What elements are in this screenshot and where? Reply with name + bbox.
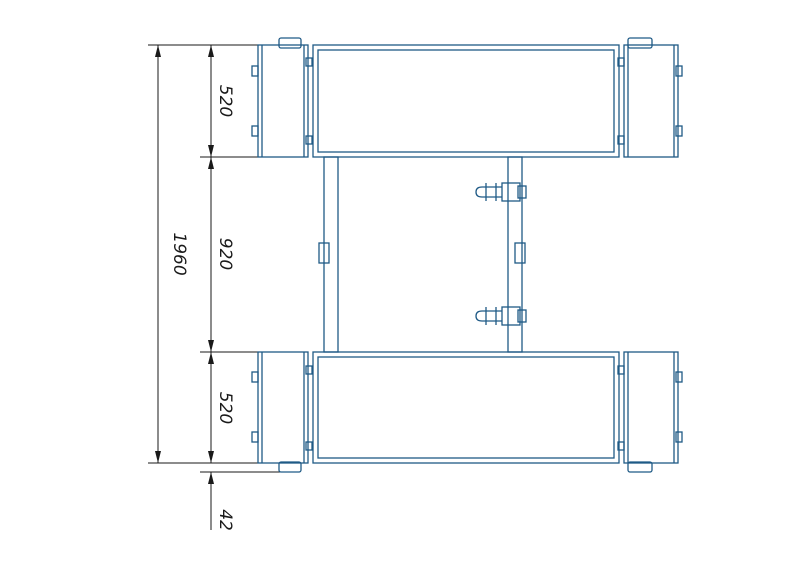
top-module (251, 37, 683, 158)
arrow-s3-bottom (208, 451, 214, 463)
dimension-arrows (155, 45, 214, 484)
top-left-end (257, 44, 309, 158)
top-left-handle (278, 37, 302, 49)
arrow-s3-top (208, 352, 214, 364)
upper-hinge-knob (475, 186, 502, 198)
top-right-clip-d (675, 125, 683, 137)
label-middle-section: 920 (215, 238, 235, 270)
arrow-s2-top (208, 157, 214, 169)
bottom-right-clip-c (675, 371, 683, 383)
label-bottom-section: 520 (215, 392, 235, 424)
lower-hinge-plate (501, 306, 521, 326)
left-rail-clip (318, 242, 330, 264)
top-right-clip-a (617, 57, 625, 67)
arrow-s2-bottom (208, 340, 214, 352)
arrow-s1-top (208, 45, 214, 57)
bottom-center-panel (312, 351, 620, 464)
bottom-left-clip-a (251, 371, 259, 383)
top-left-clip-d (305, 135, 313, 145)
bottom-left-end (257, 351, 309, 464)
top-left-clip-a (251, 65, 259, 77)
structure (251, 37, 683, 473)
label-total: 1960 (169, 232, 189, 275)
upper-hinge-tab (517, 185, 527, 199)
label-top-section: 520 (215, 85, 235, 117)
top-center-panel-inner (317, 49, 615, 153)
top-right-clip-b (617, 135, 625, 145)
arrow-total-top (155, 45, 161, 57)
middle-frame (318, 156, 527, 353)
bottom-right-handle (627, 461, 653, 473)
bottom-left-clip-c (305, 365, 313, 375)
dimension-labels: 1960 520 920 520 42 (169, 85, 235, 531)
upper-hinge-plate (501, 182, 521, 202)
bottom-right-clip-a (617, 365, 625, 375)
bottom-right-clip-d (675, 431, 683, 443)
label-overhang: 42 (215, 509, 235, 531)
bottom-left-clip-b (251, 431, 259, 443)
left-rail (323, 156, 339, 353)
arrow-overhang (208, 472, 214, 484)
top-right-clip-c (675, 65, 683, 77)
lower-hinge-knob (475, 310, 502, 322)
bottom-center-panel-inner (317, 356, 615, 459)
bottom-right-clip-b (617, 441, 625, 451)
top-right-handle (627, 37, 653, 49)
bottom-right-end (623, 351, 679, 464)
arrow-s1-bottom (208, 145, 214, 157)
bottom-left-handle (278, 461, 302, 473)
lower-hinge-tab (517, 309, 527, 323)
bottom-module (251, 351, 683, 473)
top-left-clip-c (305, 57, 313, 67)
top-right-end (623, 44, 679, 158)
lower-hinge (475, 306, 527, 326)
dimension-annotations (148, 44, 300, 530)
upper-hinge (475, 182, 527, 202)
top-center-panel (312, 44, 620, 158)
top-left-clip-b (251, 125, 259, 137)
bottom-left-clip-d (305, 441, 313, 451)
arrow-total-bottom (155, 451, 161, 463)
right-rail-clip (514, 242, 526, 264)
